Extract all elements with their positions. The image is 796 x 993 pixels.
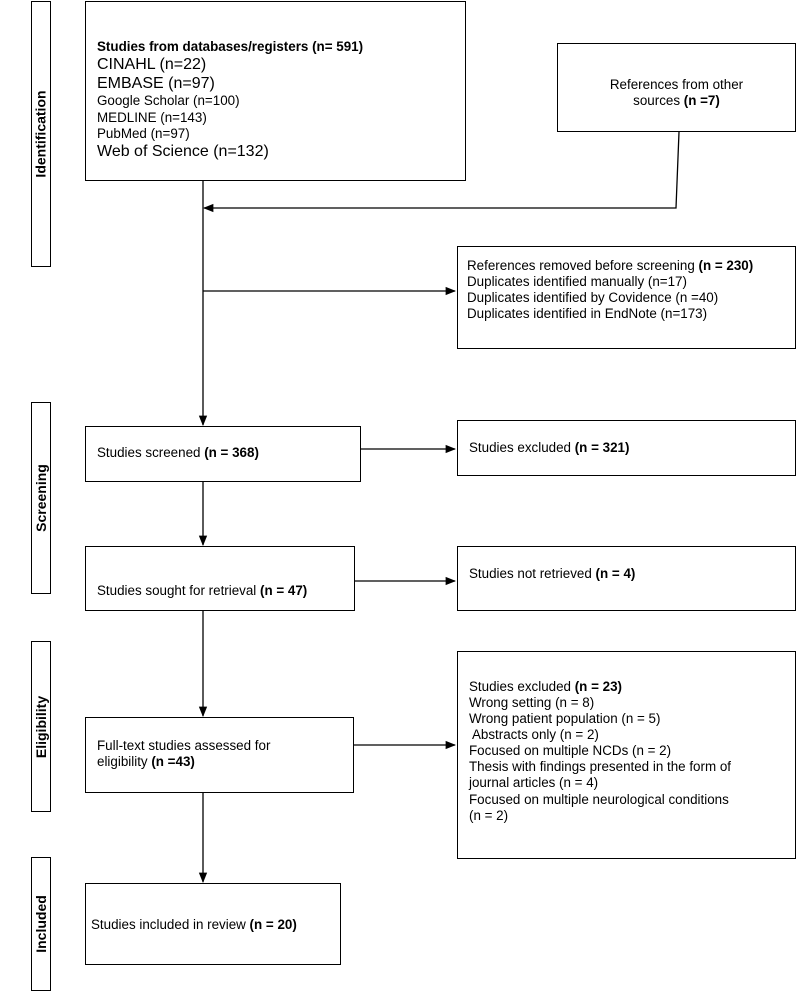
excluded-full-item: Focused on multiple NCDs (n = 2) [469, 743, 672, 759]
screened-text: Studies screened (n = 368) [97, 445, 360, 461]
screened-count: (n = 368) [204, 445, 259, 460]
removed-heading: References removed before screening (n =… [467, 258, 795, 274]
excluded-full-prefix: Studies excluded [469, 679, 575, 694]
excluded-full-item: Focused on multiple neurological conditi… [469, 791, 729, 807]
assessed-line1: Full-text studies assessed for [97, 738, 271, 753]
database-item-medline: MEDLINE (n=143) [97, 109, 207, 125]
excluded-screen-count: (n = 321) [574, 440, 630, 455]
excluded-full-item: Thesis with findings presented in the fo… [469, 759, 731, 775]
sought-text: Studies sought for retrieval (n = 47) [97, 583, 354, 599]
excluded-full-item: Wrong setting (n = 8) [469, 695, 595, 711]
databases-heading: Studies from databases/registers (n= 591… [97, 39, 364, 54]
not-retrieved-text: Studies not retrieved (n = 4) [469, 566, 795, 582]
other-sources-box: References from other sources (n =7) [557, 43, 796, 132]
excluded-screen-box: Studies excluded (n = 321) [457, 420, 796, 476]
database-item-pubmed: PubMed (n=97) [97, 125, 190, 141]
assessed-box: Full-text studies assessed for eligibili… [85, 717, 354, 793]
removed-item-endnote: Duplicates identified in EndNote (n=173) [467, 306, 708, 322]
excluded-full-item: (n = 2) [469, 807, 509, 823]
assessed-prefix: eligibility [97, 754, 152, 770]
included-box: Studies included in review (n = 20) [85, 883, 341, 965]
excluded-full-heading: Studies excluded (n = 23) [469, 679, 795, 695]
connector-other-sources-merge [202, 131, 680, 213]
not-retrieved-prefix: Studies not retrieved [469, 566, 596, 581]
other-sources-line2: sources (n =7) [558, 93, 795, 109]
removed-prefix: References removed before screening [467, 258, 699, 273]
removed-count: (n = 230) [698, 258, 754, 273]
database-item-web-of-science: Web of Science (n=132) [97, 142, 269, 160]
excluded-screen-text: Studies excluded (n = 321) [469, 440, 795, 456]
assessed-count: (n =43) [151, 754, 195, 770]
other-sources-prefix: sources [633, 93, 684, 109]
included-count: (n = 20) [249, 917, 297, 932]
phase-included: Included [31, 857, 51, 991]
other-sources-count: (n =7) [683, 93, 720, 109]
not-retrieved-box: Studies not retrieved (n = 4) [457, 546, 796, 611]
screened-prefix: Studies screened [97, 445, 205, 460]
screened-box: Studies screened (n = 368) [85, 426, 361, 482]
removed-item-manual: Duplicates identified manually (n=17) [467, 274, 687, 290]
phase-identification: Identification [31, 1, 51, 267]
excluded-full-item: Wrong patient population (n = 5) [469, 711, 661, 727]
included-text: Studies included in review (n = 20) [91, 917, 340, 933]
sought-prefix: Studies sought for retrieval [97, 583, 261, 598]
database-item-google-scholar: Google Scholar (n=100) [97, 93, 240, 109]
database-item-embase: EMBASE (n=97) [97, 75, 215, 93]
excluded-full-box: Studies excluded (n = 23) Wrong setting … [457, 651, 796, 859]
sought-count: (n = 47) [260, 583, 308, 598]
databases-box: Studies from databases/registers (n= 591… [85, 1, 466, 181]
excluded-full-item: journal articles (n = 4) [469, 775, 599, 791]
database-item-cinahl: CINAHL (n=22) [97, 56, 207, 74]
assessed-line2: eligibility (n =43) [97, 754, 353, 770]
excluded-screen-prefix: Studies excluded [469, 440, 575, 455]
phase-eligibility: Eligibility [31, 641, 51, 812]
not-retrieved-count: (n = 4) [595, 566, 636, 581]
other-sources-line1: References from other [609, 77, 744, 92]
sought-box: Studies sought for retrieval (n = 47) [85, 546, 355, 611]
included-prefix: Studies included in review [91, 917, 250, 932]
excluded-full-count: (n = 23) [574, 679, 622, 694]
removed-box: References removed before screening (n =… [457, 246, 796, 349]
phase-screening: Screening [31, 402, 51, 594]
removed-item-covidence: Duplicates identified by Covidence (n =4… [467, 290, 719, 306]
excluded-full-item: Abstracts only (n = 2) [469, 727, 599, 743]
